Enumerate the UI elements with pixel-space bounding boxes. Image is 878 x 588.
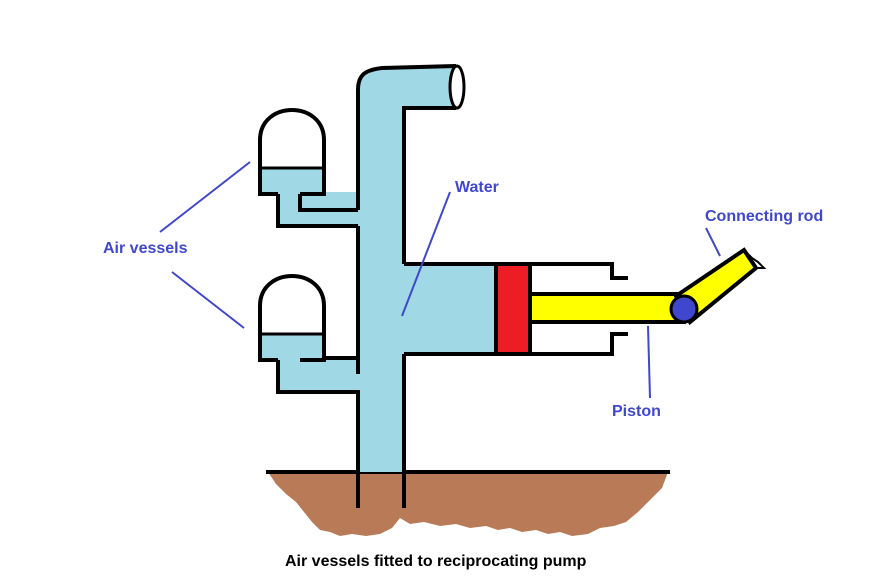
label-piston: Piston: [612, 403, 661, 420]
water-body: [278, 66, 496, 472]
connecting-rod-end: [743, 249, 767, 269]
label-air-vessels: Air vessels: [103, 240, 188, 257]
air-vessel-lower: [258, 274, 326, 362]
outlet-opening: [448, 64, 466, 110]
leader-lines: [159, 161, 721, 399]
air-vessel-upper: [258, 108, 326, 196]
label-connecting-rod: Connecting rod: [705, 208, 823, 225]
piston: [494, 262, 532, 356]
crank-pin: [669, 294, 699, 324]
label-water: Water: [455, 179, 499, 196]
piston-rod: [528, 292, 686, 324]
diagram-caption: Air vessels fitted to reciprocating pump: [285, 553, 587, 570]
ground-soil: [268, 472, 668, 536]
